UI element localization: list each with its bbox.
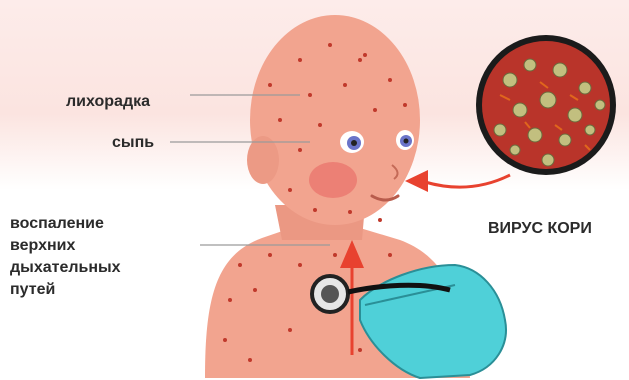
label-virus: ВИРУС КОРИ <box>488 218 592 240</box>
label-rash: сыпь <box>112 132 154 154</box>
label-inflammation: воспаление верхних дыхательных путей <box>10 213 121 301</box>
magnifier-virus-icon <box>476 35 616 175</box>
arrow-left-icon <box>425 175 510 187</box>
label-fever: лихорадка <box>66 91 150 113</box>
cheek-blush <box>309 162 357 198</box>
child-ear <box>247 136 279 184</box>
